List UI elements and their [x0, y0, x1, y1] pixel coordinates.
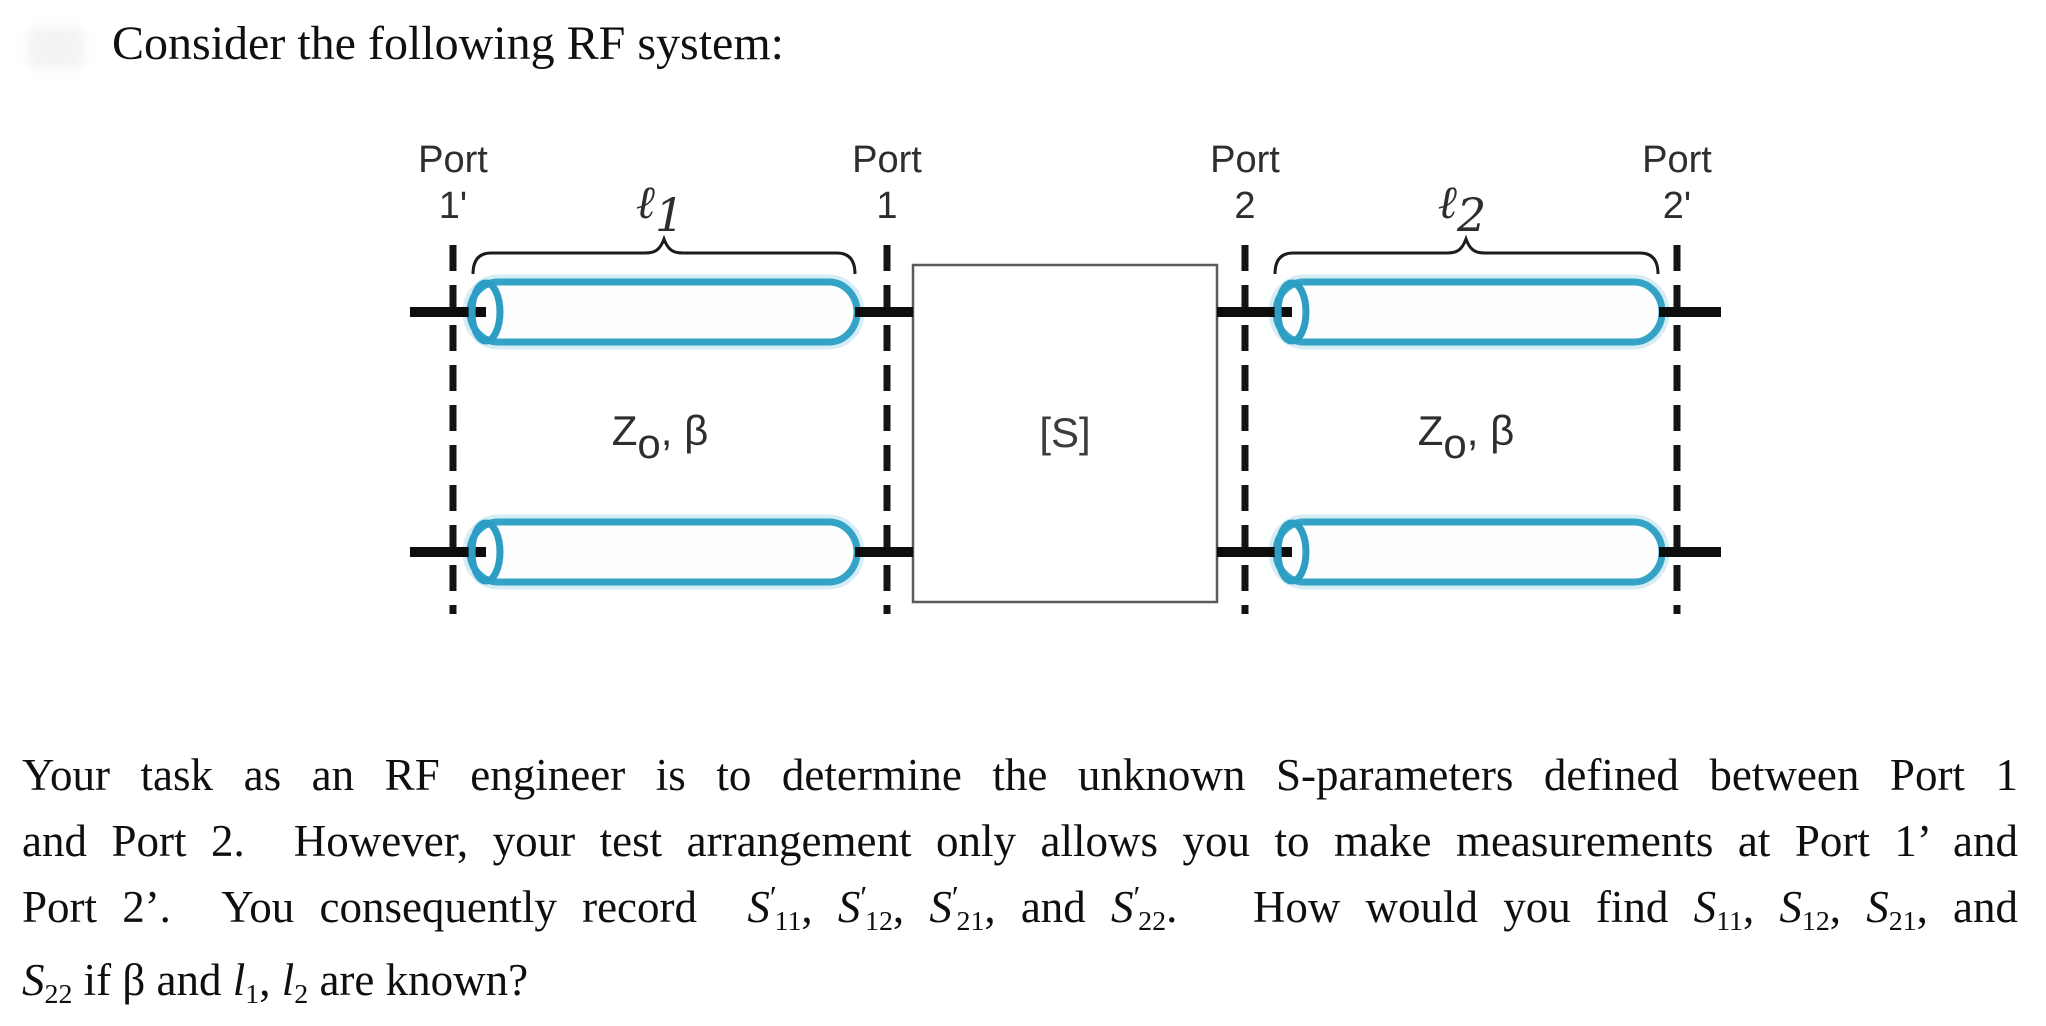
- length-label-l2: ℓ2: [1438, 175, 1486, 242]
- svg-text:2': 2': [1663, 185, 1691, 227]
- transmission-line-2-upper: [1268, 274, 1670, 350]
- paragraph-line: S22 if β and l1, l2 are known?: [22, 955, 529, 1010]
- svg-text:Port: Port: [852, 139, 922, 181]
- transmission-line-1-upper: [462, 274, 865, 350]
- transmission-line-2-lower: [1268, 514, 1670, 590]
- paragraph-line: and Port 2. However, your test arrangeme…: [22, 816, 2018, 866]
- paragraph-line: Your task as an RF engineer is to determ…: [22, 750, 2018, 800]
- svg-text:Port: Port: [418, 139, 488, 181]
- svg-text:1': 1': [439, 185, 467, 227]
- s-parameter-box: [911, 263, 1219, 604]
- impedance-label-2: Zo, β: [1418, 407, 1515, 467]
- svg-text:Port: Port: [1642, 139, 1712, 181]
- page-title: Consider the following RF system:: [112, 17, 784, 70]
- port-label-2prime: Port 2': [1642, 139, 1712, 227]
- length-brace-l1: [471, 234, 857, 275]
- cylinder-end-ring: [468, 519, 504, 585]
- length-brace-l2: [1273, 234, 1660, 275]
- faint-smudge: [28, 28, 84, 68]
- transmission-line-1-lower: [462, 514, 865, 590]
- svg-text:Port: Port: [1210, 139, 1280, 181]
- cylinder-end-ring: [468, 279, 504, 345]
- port-label-2: Port 2: [1210, 139, 1280, 227]
- cylinder-end-ring: [1274, 519, 1310, 585]
- port-label-1: Port 1: [852, 139, 922, 227]
- svg-text:2: 2: [1234, 185, 1255, 227]
- port-label-1prime: Port 1': [418, 139, 488, 227]
- paragraph-line: Port 2’. You consequently record S′11, S…: [22, 879, 2018, 937]
- length-label-l1: ℓ1: [636, 175, 684, 242]
- question-paragraph: Your task as an RF engineer is to determ…: [22, 742, 2018, 1020]
- rf-system-diagram: Port 1' Port 1 Port 2 Port 2' ℓ1 ℓ2 Zo, …: [410, 139, 1721, 614]
- s-parameter-box-label: [S]: [1039, 409, 1090, 456]
- svg-text:1: 1: [876, 185, 897, 227]
- cylinder-end-ring: [1274, 279, 1310, 345]
- impedance-label-1: Zo, β: [612, 407, 709, 467]
